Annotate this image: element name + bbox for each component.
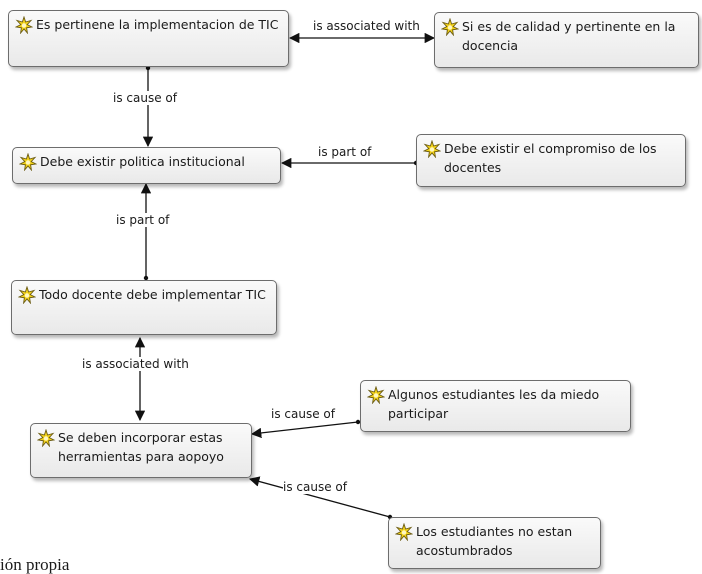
concept-node-text: Todo docente debe implementar TIC: [39, 287, 266, 302]
edge-label-1: is associated with: [313, 19, 420, 33]
edge-label-6: is cause of: [271, 407, 335, 421]
concept-node-institutional-policy[interactable]: Debe existir politica institucional: [12, 147, 281, 184]
concept-node-text: Se deben incorporar estas herramientas p…: [58, 430, 224, 464]
concept-sparkle-icon: [15, 16, 33, 34]
concept-sparkle-icon: [423, 140, 441, 158]
edge-line-7: [248, 476, 391, 518]
concept-sparkle-icon: [19, 153, 37, 171]
concept-sparkle-icon: [441, 18, 459, 36]
concept-node-text: Algunos estudiantes les da miedo partici…: [388, 387, 600, 421]
concept-node-teacher-implement-tic[interactable]: Todo docente debe implementar TIC: [11, 280, 277, 335]
edge-label-5: is associated with: [82, 357, 189, 371]
concept-sparkle-icon: [37, 429, 55, 447]
concept-sparkle-icon: [395, 523, 413, 541]
edge-dot-4: [143, 275, 149, 281]
source-caption: ión propia: [0, 555, 70, 574]
concept-node-tic-pertinence[interactable]: Es pertinene la implementacion de TIC: [8, 10, 289, 67]
concept-node-text: Debe existir el compromiso de los docent…: [444, 141, 657, 175]
concept-node-text: Los estudiantes no estan acostumbrados: [416, 524, 573, 558]
concept-node-incorporate-tools[interactable]: Se deben incorporar estas herramientas p…: [30, 423, 252, 478]
concept-node-quality-teaching[interactable]: Si es de calidad y pertinente en la doce…: [434, 12, 699, 68]
concept-node-text: Debe existir politica institucional: [40, 154, 245, 169]
edge-dot-6: [355, 419, 361, 425]
edge-line-6: [250, 421, 359, 439]
edge-label-4: is part of: [116, 213, 170, 227]
concept-node-text: Si es de calidad y pertinente en la doce…: [462, 19, 676, 53]
concept-sparkle-icon: [18, 286, 36, 304]
edge-label-7: is cause of: [283, 480, 347, 494]
edge-label-2: is cause of: [113, 91, 177, 105]
concept-node-text: Es pertinene la implementacion de TIC: [36, 17, 279, 32]
concept-node-students-fear[interactable]: Algunos estudiantes les da miedo partici…: [360, 380, 631, 432]
concept-node-students-not-used[interactable]: Los estudiantes no estan acostumbrados: [388, 517, 601, 569]
edge-label-3: is part of: [318, 145, 372, 159]
concept-node-teacher-commitment[interactable]: Debe existir el compromiso de los docent…: [416, 134, 686, 187]
concept-sparkle-icon: [367, 386, 385, 404]
